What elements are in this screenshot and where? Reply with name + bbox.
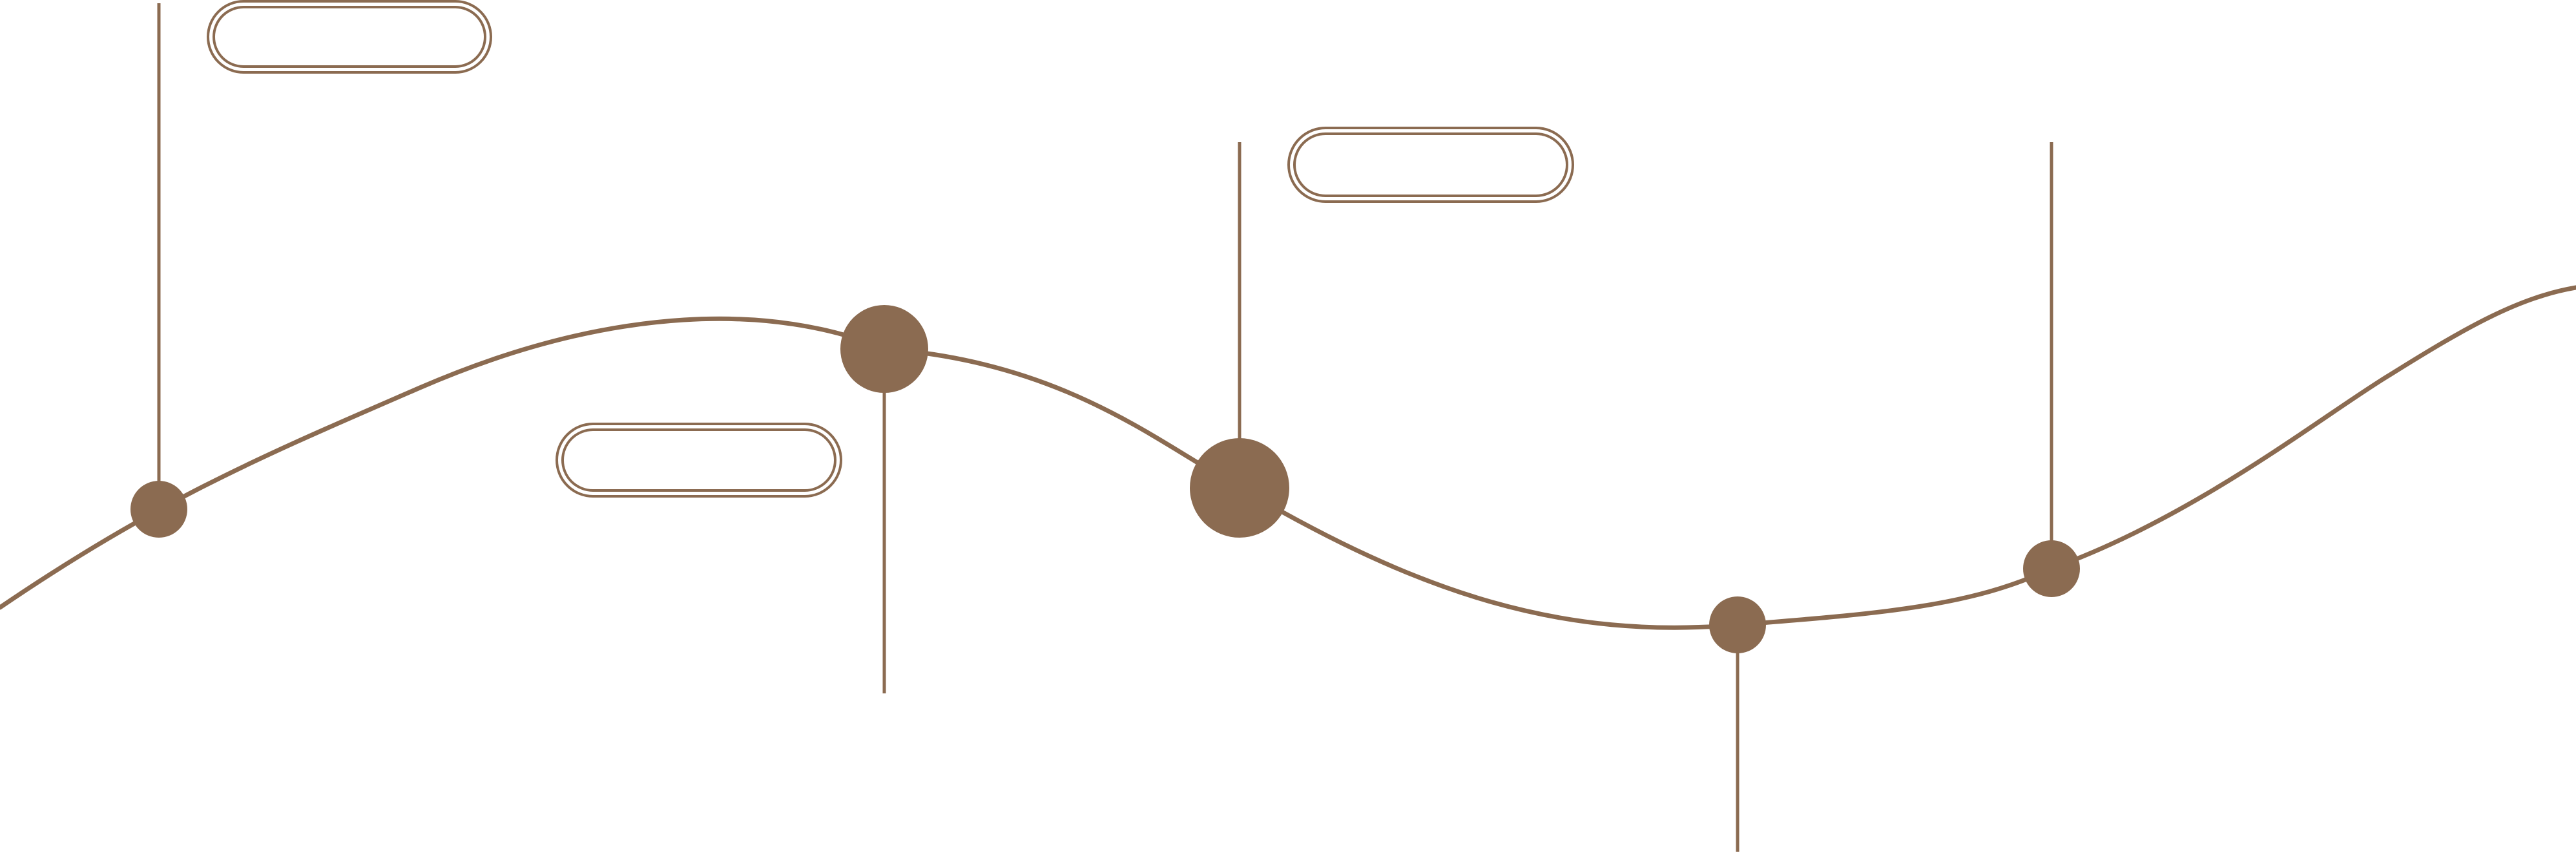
milestone-dot-4 [1709,596,1766,653]
milestone-dot-5 [2023,540,2080,597]
label-box-1 [207,0,492,74]
timeline-curve [0,285,2576,630]
label-box-3 [1287,127,1574,203]
milestone-dot-3 [1190,438,1289,538]
milestone-dot-2 [840,305,928,393]
label-box-2 [556,423,842,498]
milestone-dot-1 [130,481,187,538]
